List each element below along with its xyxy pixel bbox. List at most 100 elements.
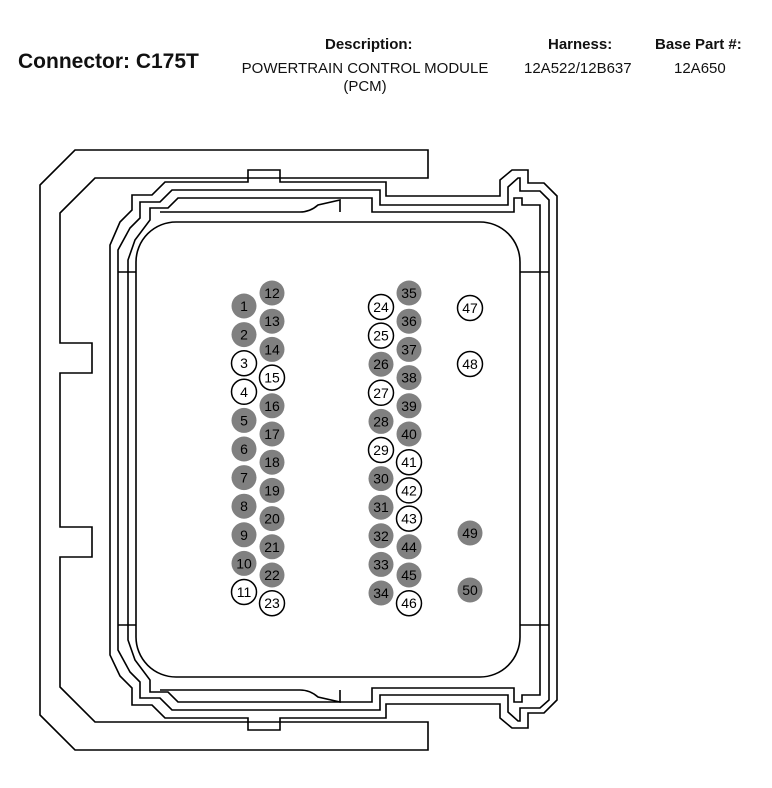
pin-14: 14: [259, 336, 285, 362]
pin-circle: [368, 466, 394, 492]
pin-label: 50: [462, 582, 478, 598]
pin-circle: [367, 322, 395, 349]
pin-label: 47: [462, 300, 478, 316]
harness-label: Harness:: [548, 36, 613, 53]
pin-41: 41: [395, 448, 423, 476]
pin-circle: [231, 322, 257, 348]
pin-label: 43: [401, 511, 417, 527]
pin-circle: [395, 448, 423, 476]
pin-24: 24: [367, 293, 395, 321]
pin-1: 1: [231, 293, 257, 319]
pin-circle: [367, 379, 395, 407]
pin-circle: [230, 578, 258, 606]
pin-20: 20: [259, 506, 285, 532]
pin-15: 15: [258, 364, 286, 391]
pin-label: 49: [462, 525, 478, 541]
pin-label: 35: [401, 285, 417, 301]
pin-label: 46: [401, 595, 417, 611]
pin-circle: [456, 350, 484, 378]
pin-label: 39: [401, 398, 417, 414]
pin-12: 12: [259, 280, 285, 306]
pin-label: 21: [264, 539, 280, 555]
pin-label: 10: [236, 555, 252, 571]
pin-21: 21: [259, 534, 285, 560]
pin-6: 6: [231, 436, 257, 462]
pin-11: 11: [230, 578, 258, 606]
pin-label: 9: [240, 527, 248, 543]
pin-30: 30: [368, 466, 394, 492]
pin-circle: [367, 436, 395, 464]
pin-label: 14: [264, 341, 280, 357]
pin-circle: [259, 336, 285, 362]
pin-grid: 1234567891011121314151617181920212223242…: [230, 280, 484, 617]
pin-label: 18: [264, 454, 280, 470]
pin-10: 10: [231, 550, 257, 576]
pin-label: 48: [462, 356, 478, 372]
pin-label: 23: [264, 595, 280, 611]
pin-circle: [231, 522, 257, 548]
pin-label: 19: [264, 482, 280, 498]
pin-circle: [368, 408, 394, 434]
pin-circle: [395, 589, 423, 617]
base-part-label: Base Part #:: [655, 36, 742, 53]
pin-label: 6: [240, 441, 248, 457]
pin-circle: [231, 293, 257, 319]
pin-circle: [259, 393, 285, 419]
pin-label: 25: [373, 328, 389, 344]
pin-label: 34: [373, 585, 389, 601]
pin-label: 1: [240, 298, 248, 314]
pin-35: 35: [396, 280, 422, 306]
base-part-value: 12A650: [674, 60, 726, 77]
pin-label: 5: [240, 412, 248, 428]
pin-16: 16: [259, 393, 285, 419]
pin-circle: [368, 551, 394, 577]
pin-circle: [258, 364, 286, 391]
pin-label: 41: [401, 454, 417, 470]
pin-label: 7: [240, 470, 248, 486]
harness-value: 12A522/12B637: [524, 60, 632, 77]
pin-circle: [395, 505, 423, 532]
pin-label: 44: [401, 539, 417, 555]
pin-48: 48: [456, 350, 484, 378]
pin-label: 31: [373, 499, 389, 515]
pin-32: 32: [368, 523, 394, 549]
pin-circle: [258, 589, 286, 617]
pin-36: 36: [396, 308, 422, 334]
housing-outer: [109, 169, 558, 731]
pin-37: 37: [396, 336, 422, 362]
pin-circle: [230, 378, 258, 406]
top-latch: [160, 198, 341, 213]
pin-34: 34: [368, 580, 394, 606]
description-line-2: (PCM): [343, 78, 387, 95]
pin-label: 32: [373, 528, 389, 544]
pin-29: 29: [367, 436, 395, 464]
pin-circle: [259, 477, 285, 503]
pin-label: 8: [240, 498, 248, 514]
pin-50: 50: [457, 577, 483, 603]
description-value: POWERTRAIN CONTROL MODULE (PCM): [233, 60, 497, 96]
pin-13: 13: [259, 308, 285, 334]
pin-26: 26: [368, 351, 394, 377]
pin-circle: [396, 393, 422, 419]
pin-circle: [259, 534, 285, 560]
pin-circle: [368, 523, 394, 549]
pin-label: 4: [240, 384, 248, 400]
pin-28: 28: [368, 408, 394, 434]
pin-42: 42: [395, 477, 423, 504]
pin-circle: [259, 506, 285, 532]
pin-45: 45: [396, 562, 422, 588]
pin-label: 20: [264, 511, 280, 527]
pin-43: 43: [395, 505, 423, 532]
pin-33: 33: [368, 551, 394, 577]
pin-circle: [259, 421, 285, 447]
pin-39: 39: [396, 393, 422, 419]
pin-circle: [396, 421, 422, 447]
pin-49: 49: [457, 520, 483, 546]
pin-label: 37: [401, 341, 417, 357]
pin-label: 17: [264, 426, 280, 442]
pin-label: 27: [373, 385, 389, 401]
pin-label: 24: [373, 299, 389, 315]
pin-label: 2: [240, 327, 248, 343]
pin-46: 46: [395, 589, 423, 617]
